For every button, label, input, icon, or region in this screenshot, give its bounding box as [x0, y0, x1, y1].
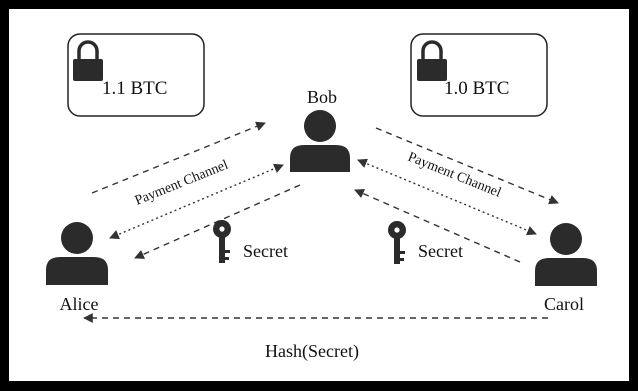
- lock-icon: [417, 40, 447, 81]
- key-icon: [388, 221, 406, 264]
- bob-label: Bob: [307, 87, 337, 107]
- alice-balance-box: 1.1 BTC: [67, 33, 205, 117]
- person-icon: [46, 222, 108, 285]
- carol-to-bob-arrow: [354, 189, 521, 263]
- lock-icon: [73, 40, 103, 81]
- hash-secret-label: Hash(Secret): [265, 341, 359, 362]
- person-icon: [535, 223, 597, 286]
- right-payment-channel-line: [357, 158, 537, 236]
- alice-balance-amount: 1.1 BTC: [102, 78, 167, 99]
- carol-balance-amount: 1.0 BTC: [444, 78, 509, 99]
- carol-label: Carol: [544, 294, 584, 314]
- carol-balance-box: 1.0 BTC: [410, 33, 548, 117]
- left-payment-channel-line: [109, 163, 284, 240]
- left-secret-label: Secret: [243, 241, 288, 261]
- alice-to-bob-arrow: [91, 121, 266, 194]
- person-icon: [290, 110, 350, 172]
- key-icon: [213, 220, 231, 263]
- right-secret-label: Secret: [418, 241, 463, 261]
- alice-label: Alice: [60, 294, 99, 314]
